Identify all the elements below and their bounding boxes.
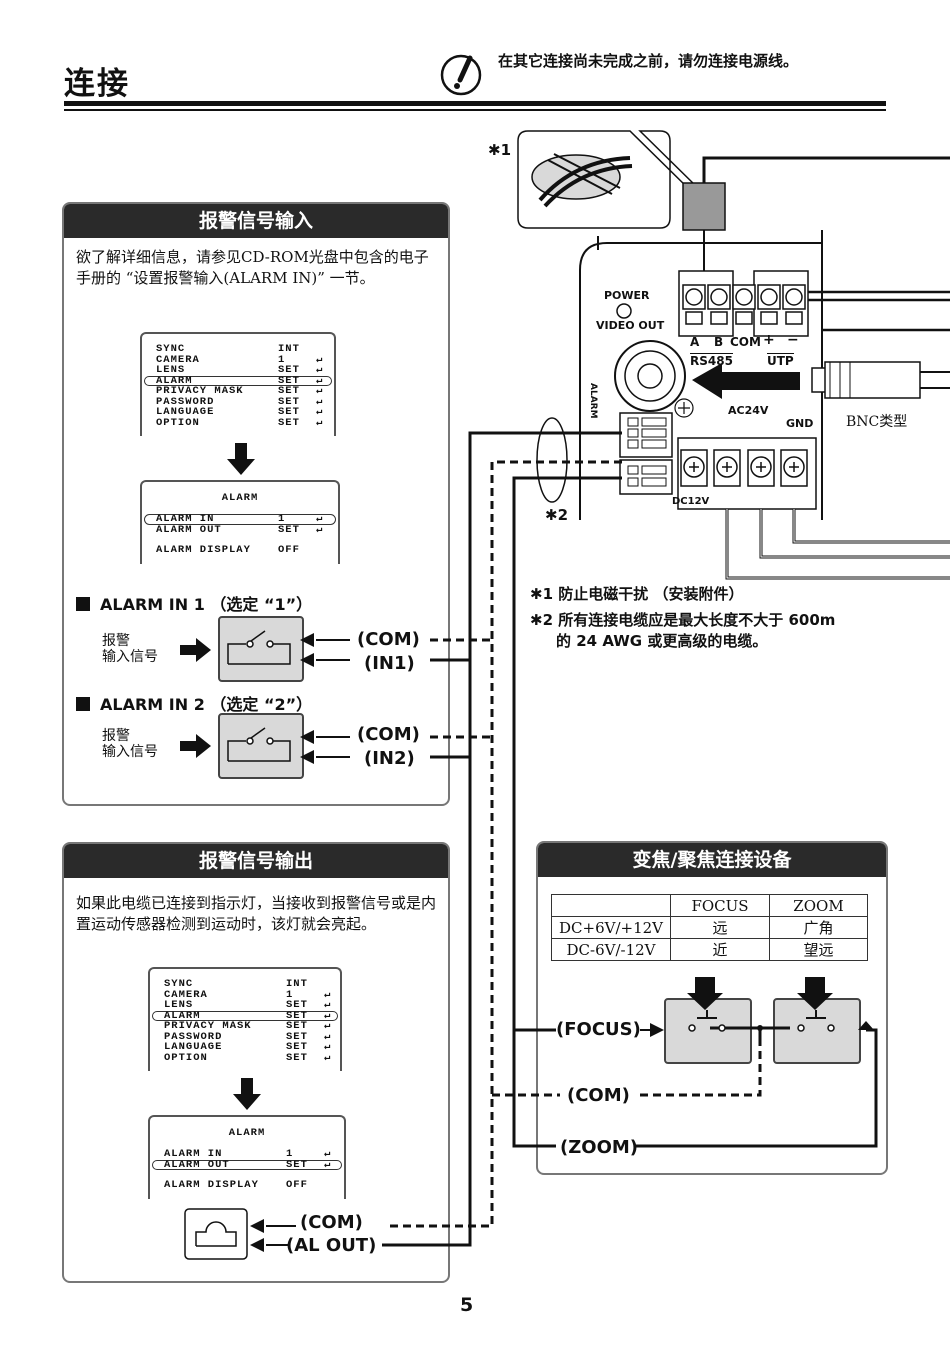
alarm-out-com-label: (COM) bbox=[300, 1212, 363, 1233]
mark-2: ✱2 bbox=[545, 506, 569, 524]
down-arrow-icon bbox=[227, 443, 255, 475]
ac24v-label: AC24V bbox=[728, 404, 769, 417]
ferrite-box bbox=[682, 182, 726, 231]
rs485-label: RS485 bbox=[690, 353, 733, 368]
warning-text: 在其它连接尚未完成之前，请勿连接电源线。 bbox=[498, 52, 799, 70]
page-number: 5 bbox=[460, 1294, 474, 1316]
alarm-in-1-label: ALARM IN 1 （选定 “1”） bbox=[76, 591, 312, 615]
alarm-in-2-label: ALARM IN 2 （选定 “2”） bbox=[76, 691, 312, 715]
power-label: POWER bbox=[604, 289, 650, 302]
camera-body bbox=[579, 242, 823, 520]
alarm-signal-label-1: 报警输入信号 bbox=[102, 633, 158, 665]
terminal-b-label: B bbox=[714, 335, 724, 349]
lamp-icon bbox=[184, 1208, 248, 1260]
ferrite-callout bbox=[517, 130, 702, 229]
alarm-vertical-label: ALARM bbox=[588, 383, 598, 419]
alarm-in-1-com-label: (COM) bbox=[357, 629, 420, 650]
alarm-signal-label-2: 报警输入信号 bbox=[102, 728, 158, 760]
right-arrow-icon bbox=[180, 734, 211, 758]
zoom-focus-header: 变焦/聚焦连接设备 bbox=[538, 843, 886, 877]
alarm-in-2-in2-label: (IN2) bbox=[364, 748, 415, 769]
right-arrow-icon bbox=[180, 638, 211, 662]
down-arrow-icon bbox=[233, 1078, 261, 1110]
alarm-in-description: 欲了解详细信息，请参见CD-ROM光盘中包含的电子手册的 “设置报警输入(ALA… bbox=[76, 248, 429, 287]
alarm-menu-title: ALARM bbox=[221, 492, 259, 504]
zoom-switch bbox=[773, 998, 861, 1064]
focus-switch bbox=[664, 998, 752, 1064]
video-out-connector bbox=[614, 340, 686, 412]
alarm-out-header: 报警信号输出 bbox=[64, 844, 448, 878]
terminal-plus-label: + bbox=[763, 332, 775, 348]
terminal-com-label: COM bbox=[730, 335, 761, 349]
utp-label: UTP bbox=[767, 353, 794, 368]
dc12v-label: DC12V bbox=[672, 496, 710, 507]
mark-1: ✱1 bbox=[488, 141, 512, 159]
terminal-minus-label: − bbox=[787, 332, 799, 348]
title-rule-thin bbox=[64, 109, 886, 111]
gnd-label: GND bbox=[786, 417, 814, 430]
note-2-cont: 的 24 AWG 或更高级的电缆。 bbox=[556, 632, 768, 650]
warning-icon bbox=[440, 54, 482, 96]
terminal-screws bbox=[682, 284, 806, 325]
alarm-in-1-in1-label: (IN1) bbox=[364, 653, 415, 674]
focus-label: (FOCUS) bbox=[556, 1019, 641, 1040]
switch-icon bbox=[227, 630, 291, 665]
ferrite-core-icon bbox=[531, 153, 633, 208]
bnc-insert-arrow bbox=[692, 363, 800, 399]
switch-icon bbox=[227, 727, 291, 762]
bnc-type-label: BNC类型 bbox=[846, 414, 908, 430]
alarm-out-al-out-label: (AL OUT) bbox=[286, 1235, 377, 1256]
zf-com-label: (COM) bbox=[567, 1085, 630, 1106]
alarm-out-description: 如果此电缆已连接到指示灯，当接收到报警信号或是内置运动传感器检测到运动时，该灯就… bbox=[76, 894, 437, 933]
alarm-in-2-com-label: (COM) bbox=[357, 724, 420, 745]
title-rule-thick bbox=[64, 101, 886, 106]
page-title: 连接 bbox=[64, 66, 130, 102]
note-2: ✱2 所有连接电缆应是最大长度不大于 600m bbox=[530, 611, 836, 629]
alarm-menu-title: ALARM bbox=[228, 1127, 266, 1139]
note-1: ✱1 防止电磁干扰 （安装附件） bbox=[530, 585, 744, 603]
terminal-a-label: A bbox=[690, 335, 700, 349]
alarm-in-header: 报警信号输入 bbox=[64, 204, 448, 238]
video-out-label: VIDEO OUT bbox=[596, 319, 665, 332]
bnc-plug bbox=[811, 361, 921, 399]
zoom-label: (ZOOM) bbox=[560, 1137, 639, 1158]
